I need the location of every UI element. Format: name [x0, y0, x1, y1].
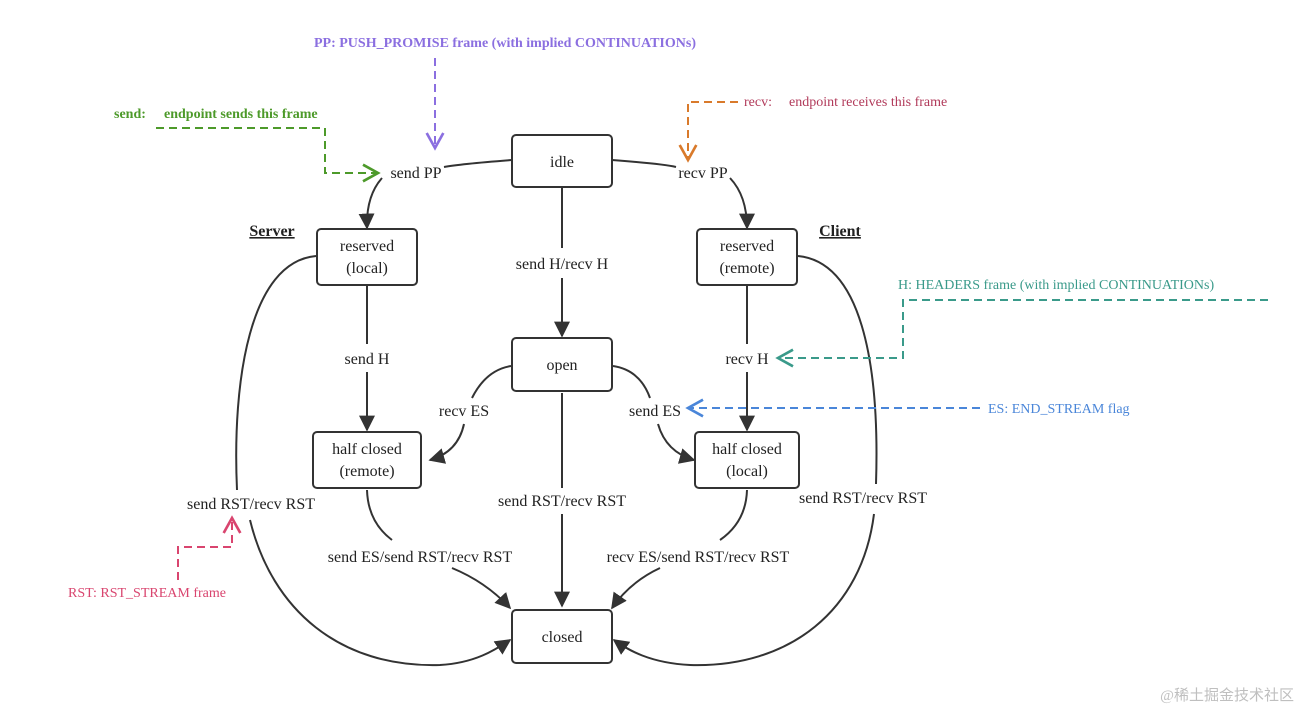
state-reserved-remote: reserved (remote) — [696, 228, 798, 286]
state-half-closed-local: half closed (local) — [694, 431, 800, 489]
edge-reserved-local-rst-upper — [235, 255, 317, 491]
state-closed-label: closed — [542, 629, 583, 646]
edge-open-to-half-closed-remote — [428, 423, 465, 464]
state-half-closed-local-line1: half closed — [712, 441, 782, 458]
state-open: open — [511, 337, 613, 392]
edge-label-rst-center: send RST/recv RST — [498, 493, 626, 510]
edge-half-closed-local-to-closed — [611, 567, 661, 610]
state-reserved-remote-line1: reserved — [720, 238, 774, 255]
state-half-closed-remote: half closed (remote) — [312, 431, 422, 489]
edge-open-recv-es-upper — [471, 365, 512, 399]
legend-recv: recv: endpoint receives this frame — [678, 95, 947, 163]
legend-recv-key: recv: — [744, 95, 772, 110]
state-open-label: open — [546, 357, 577, 374]
edge-half-closed-remote-to-closed — [451, 567, 512, 610]
edge-label-send-h-recv-h: send H/recv H — [516, 256, 609, 273]
state-idle-label: idle — [550, 154, 574, 171]
watermark: @稀土掘金技术社区 — [1160, 687, 1294, 704]
client-label: Client — [819, 223, 861, 240]
edge-reserved-remote-rst-to-closed — [612, 513, 875, 667]
edge-half-closed-local-upper — [719, 489, 748, 541]
transition-edges — [235, 159, 878, 667]
legend-headers: H: HEADERS frame (with implied CONTINUAT… — [775, 278, 1268, 368]
state-reserved-remote-line2: (remote) — [719, 260, 774, 277]
edge-label-recv-h: recv H — [725, 351, 769, 368]
legend-recv-desc: endpoint receives this frame — [789, 95, 947, 110]
state-closed: closed — [511, 609, 613, 664]
state-reserved-local-line1: reserved — [340, 238, 394, 255]
edge-label-es-rst-right: recv ES/send RST/recv RST — [607, 549, 790, 566]
edge-idle-send-pp — [443, 159, 513, 168]
edge-label-send-es: send ES — [629, 403, 681, 420]
edge-open-to-half-closed-local — [657, 423, 696, 464]
legend-headers-text: H: HEADERS frame (with implied CONTINUAT… — [898, 278, 1214, 293]
legend-pp-text: PP: PUSH_PROMISE frame (with implied CON… — [314, 36, 696, 51]
edge-label-recv-pp: recv PP — [678, 165, 727, 182]
legend-rst: RST: RST_STREAM frame — [68, 515, 242, 601]
edge-label-send-h: send H — [345, 351, 390, 368]
server-label: Server — [249, 223, 294, 240]
legend-send: send: endpoint sends this frame — [114, 107, 381, 183]
edge-open-send-es-upper — [612, 365, 651, 399]
edge-label-es-rst-left: send ES/send RST/recv RST — [328, 549, 513, 566]
edge-label-rst-right: send RST/recv RST — [799, 490, 927, 507]
edge-recv-pp-to-reserved-remote — [729, 177, 755, 230]
legend-rst-text: RST: RST_STREAM frame — [68, 586, 226, 601]
edge-reserved-local-rst-to-closed — [249, 519, 512, 667]
legend-end-stream: ES: END_STREAM flag — [685, 398, 1130, 418]
edge-reserved-remote-rst-upper — [797, 255, 878, 485]
edge-label-send-pp: send PP — [390, 165, 441, 182]
state-half-closed-remote-line2: (remote) — [339, 463, 394, 480]
edge-label-rst-left: send RST/recv RST — [187, 496, 315, 513]
legend-send-desc: endpoint sends this frame — [164, 107, 318, 122]
legend-send-key: send: — [114, 107, 146, 122]
legend-end-stream-text: ES: END_STREAM flag — [988, 402, 1130, 417]
edge-label-recv-es: recv ES — [439, 403, 489, 420]
edge-idle-recv-pp — [611, 159, 677, 168]
state-idle: idle — [511, 134, 613, 188]
edge-half-closed-remote-upper — [366, 489, 393, 541]
legend-pp: PP: PUSH_PROMISE frame (with implied CON… — [314, 36, 696, 151]
state-half-closed-remote-line1: half closed — [332, 441, 402, 458]
state-reserved-local-line2: (local) — [346, 260, 388, 277]
state-reserved-local: reserved (local) — [316, 228, 418, 286]
state-half-closed-local-line2: (local) — [726, 463, 768, 480]
edge-send-pp-to-reserved-local — [358, 177, 383, 230]
